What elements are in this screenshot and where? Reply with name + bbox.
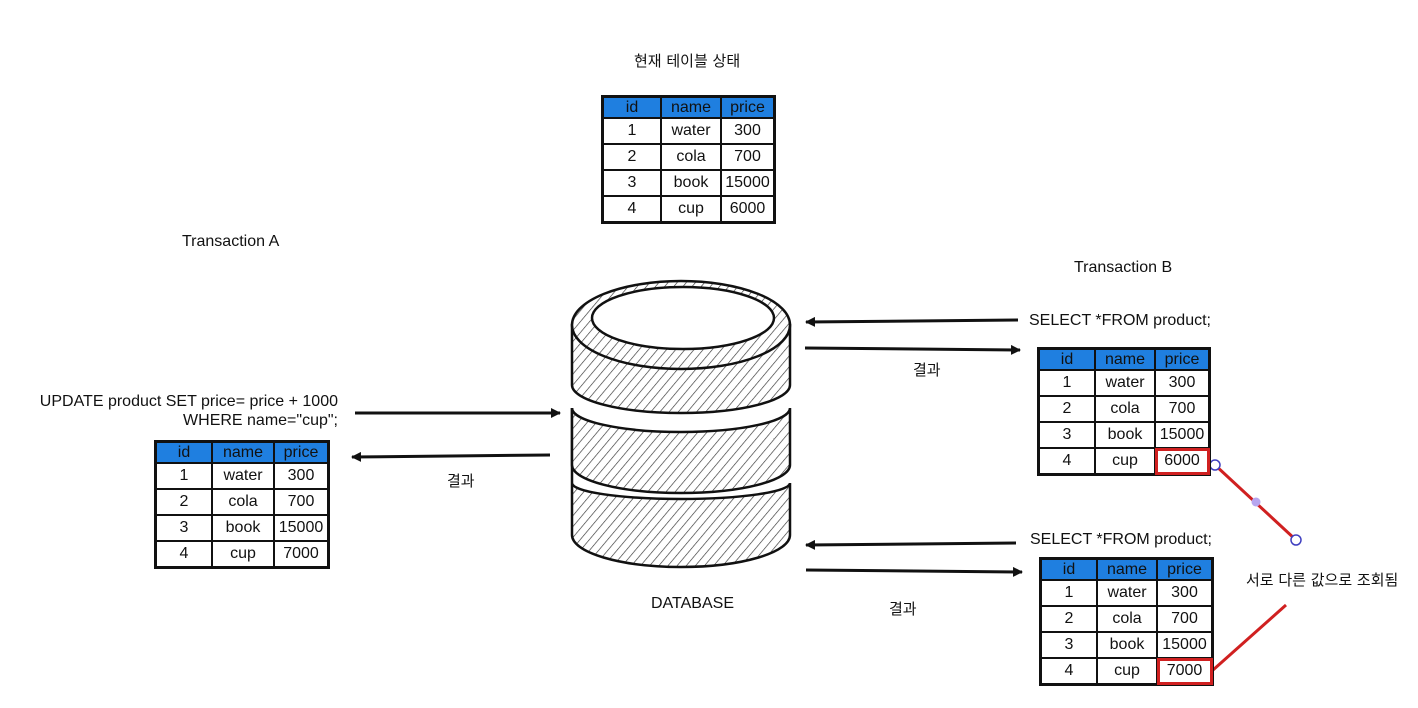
annotation-connector [1209,459,1302,672]
transaction-b-title: Transaction B [1074,259,1173,276]
col-header: name [660,95,722,119]
table-header-row: id name price [1037,347,1211,371]
transaction-b-result-label-2: 결과 [889,600,917,618]
table-header-row: id name price [1039,557,1214,581]
current-state-title: 현재 테이블 상태 [634,52,741,70]
col-header: name [1096,557,1158,581]
query-line: UPDATE product SET price= price + 1000 [39,393,338,410]
transaction-b-query-2: SELECT *FROM product; [1030,531,1212,548]
annotation-text: 서로 다른 값으로 조회됨 [1246,571,1399,589]
database-top-face [590,285,776,351]
highlighted-price-cell: 7000 [1156,657,1214,686]
col-header: id [154,440,213,464]
database-middle-segment [570,407,792,495]
col-header: id [1037,347,1096,371]
arrow-b1-response [804,344,1021,355]
table-header-row: id name price [154,440,330,464]
col-header: name [1094,347,1156,371]
highlighted-price-cell: 6000 [1154,447,1211,476]
transaction-a-title: Transaction A [182,233,280,250]
col-header: price [1156,557,1214,581]
col-header: name [211,440,275,464]
col-header: id [601,95,662,119]
transaction-b-result-label-1: 결과 [913,361,941,379]
arrow-a-response [351,451,551,462]
arrow-b2-response [805,566,1023,577]
col-header: price [273,440,330,464]
col-header: id [1039,557,1098,581]
database-bottom-segment [570,408,792,569]
query-line: WHERE name="cup"; [183,412,338,429]
col-header: price [1154,347,1211,371]
table-header-row: id name price [601,95,776,119]
transaction-a-query: UPDATE product SET price= price + 1000 W… [32,392,338,430]
database-icon [570,279,792,569]
arrow-b2-request [805,539,1017,550]
col-header: price [720,95,776,119]
transaction-a-result-label: 결과 [447,472,475,490]
transaction-b-query-1: SELECT *FROM product; [1029,312,1211,329]
database-label: DATABASE [651,595,734,612]
arrow-b1-request [805,316,1019,327]
